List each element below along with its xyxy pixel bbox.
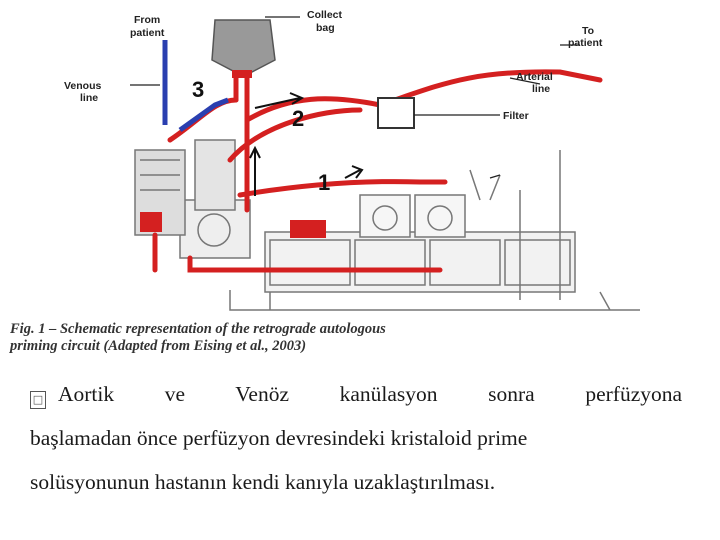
label-to-patient-1: To	[582, 25, 594, 37]
circuit-diagram: From patient Collect bag To patient Veno…	[0, 0, 720, 360]
label-from-patient-2: patient	[130, 27, 165, 39]
word: Venöz	[235, 382, 289, 406]
line1-text: Aortik ve Venöz kanülasyon sonra perfüzy…	[58, 372, 682, 416]
label-arterial-line-1: Arterial	[516, 71, 553, 83]
description-text: □ Aortik ve Venöz kanülasyon sonra perfü…	[30, 372, 682, 504]
description-line-2: başlamadan önce perfüzyon devresindeki k…	[30, 416, 682, 460]
label-filter: Filter	[503, 110, 529, 122]
word: perfüzyona	[585, 382, 682, 406]
step-number-1: 1	[318, 170, 330, 195]
label-collect-bag-1: Collect	[307, 9, 343, 21]
description-line-1: □ Aortik ve Venöz kanülasyon sonra perfü…	[30, 372, 682, 416]
figure-caption-line2: priming circuit (Adapted from Eising et …	[8, 338, 306, 354]
pump-head	[290, 220, 326, 238]
label-venous-line-2: line	[80, 92, 98, 104]
word: kanülasyon	[340, 382, 438, 406]
word: ve	[165, 382, 185, 406]
heart-lung-machine	[135, 140, 640, 310]
word: sonra	[488, 382, 535, 406]
label-from-patient-1: From	[134, 14, 160, 26]
description-line-3: solüsyonunun hastanın kendi kanıyla uzak…	[30, 460, 682, 504]
bullet-icon: □	[30, 391, 46, 409]
reservoir-outlet	[140, 212, 162, 232]
label-arterial-line-2: line	[532, 83, 550, 95]
step-number-3: 3	[192, 77, 204, 102]
label-to-patient-2: patient	[568, 37, 603, 49]
label-collect-bag-2: bag	[316, 22, 335, 34]
step-number-2: 2	[292, 106, 304, 131]
filter-box	[378, 98, 414, 128]
collect-bag	[212, 20, 275, 78]
figure-caption-line1: Fig. 1 – Schematic representation of the…	[9, 321, 386, 337]
circuit-schematic: From patient Collect bag To patient Veno…	[0, 0, 720, 360]
word: Aortik	[58, 382, 114, 406]
label-venous-line-1: Venous	[64, 80, 102, 92]
